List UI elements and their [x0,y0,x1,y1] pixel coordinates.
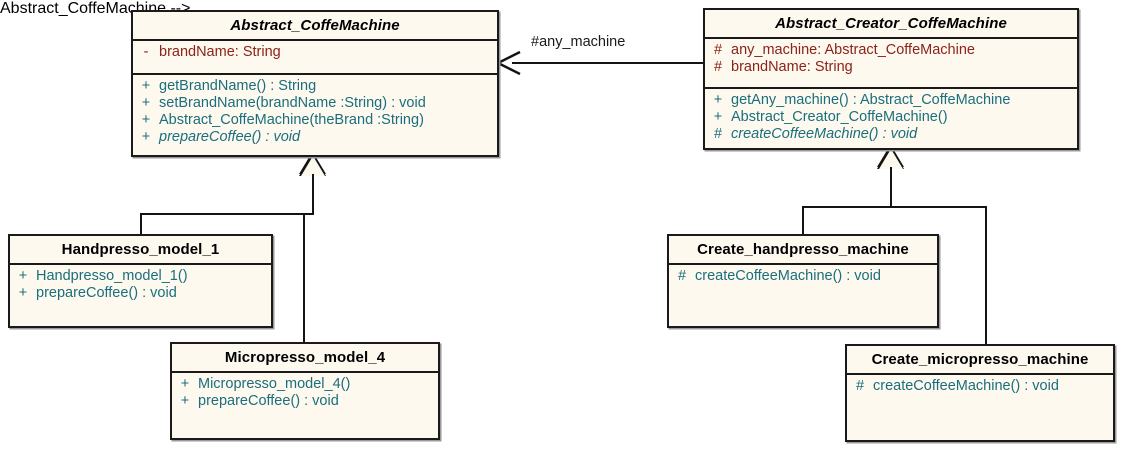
class-abstract-creator-coffe-machine[interactable]: Abstract_Creator_CoffeMachine # any_mach… [703,8,1079,150]
visibility-marker: + [18,285,28,301]
class-create-handpresso-machine[interactable]: Create_handpresso_machine # createCoffee… [667,234,939,328]
generalization-stem-right [890,167,892,208]
method-row: + Abstract_CoffeMachine(theBrand :String… [133,112,497,129]
method-text: Abstract_Creator_CoffeMachine() [731,109,948,125]
visibility-marker: + [141,95,151,111]
method-row: + prepareCoffee() : void [10,285,271,302]
method-text: prepareCoffee() : void [198,393,339,409]
visibility-marker: + [180,376,190,392]
methods-compartment: + Micropresso_model_4() + prepareCoffee(… [172,373,438,414]
method-row: # createCoffeeMachine() : void [847,378,1113,395]
generalization-crossbar-left [140,213,314,215]
method-text: getAny_machine() : Abstract_CoffeMachine [731,92,1011,108]
visibility-marker: + [141,112,151,128]
class-name-abstract-coffe-machine: Abstract_CoffeMachine [133,12,497,41]
attributes-compartment: - brandName: String [133,41,497,75]
attribute-row: - brandName: String [133,44,497,61]
method-text: Abstract_CoffeMachine(theBrand :String) [159,112,424,128]
visibility-marker: - [143,44,149,60]
methods-compartment: # createCoffeeMachine() : void [847,375,1113,399]
class-name-create-handpresso-machine: Create_handpresso_machine [669,236,937,265]
class-name-handpresso-model-1: Handpresso_model_1 [10,236,271,265]
method-text: Micropresso_model_4() [198,376,351,392]
association-line-any-machine [512,62,704,64]
visibility-marker: # [855,378,865,394]
methods-compartment: + getBrandName() : String + setBrandName… [133,75,497,150]
method-text: getBrandName() : String [159,78,317,94]
class-create-micropresso-machine[interactable]: Create_micropresso_machine # createCoffe… [845,344,1115,442]
class-name-abstract-creator-coffe-machine: Abstract_Creator_CoffeMachine [705,10,1077,39]
visibility-marker: + [18,268,28,284]
method-row-abstract: + prepareCoffee() : void [133,129,497,146]
method-row: + Micropresso_model_4() [172,376,438,393]
generalization-branch-micropresso [303,213,305,342]
generalization-triangle-left [301,156,325,176]
visibility-marker: # [677,268,687,284]
visibility-marker: + [141,78,151,94]
method-text: createCoffeeMachine() : void [695,268,881,284]
method-row: + getBrandName() : String [133,78,497,95]
generalization-stem-left [312,174,314,215]
method-row: + Handpresso_model_1() [10,268,271,285]
methods-compartment: + Handpresso_model_1() + prepareCoffee()… [10,265,271,306]
methods-compartment: # createCoffeeMachine() : void [669,265,937,289]
visibility-marker: # [713,59,723,75]
class-name-micropresso-model-4: Micropresso_model_4 [172,344,438,373]
class-micropresso-model-4[interactable]: Micropresso_model_4 + Micropresso_model_… [170,342,440,440]
method-row: + setBrandName(brandName :String) : void [133,95,497,112]
method-row: + getAny_machine() : Abstract_CoffeMachi… [705,92,1077,109]
attribute-text: brandName: String [159,44,281,60]
association-arrowhead-icon [496,50,521,76]
generalization-triangle-right [879,149,903,169]
generalization-branch-handpresso [140,213,142,236]
method-text: prepareCoffee() : void [36,285,177,301]
visibility-marker: # [713,42,723,58]
generalization-branch-create-micropresso [985,206,987,344]
method-text: setBrandName(brandName :String) : void [159,95,426,111]
class-name-create-micropresso-machine: Create_micropresso_machine [847,346,1113,375]
class-handpresso-model-1[interactable]: Handpresso_model_1 + Handpresso_model_1(… [8,234,273,328]
visibility-marker: + [713,109,723,125]
attribute-row: # any_machine: Abstract_CoffeMachine [705,42,1077,59]
method-row: + prepareCoffee() : void [172,393,438,410]
method-text: createCoffeeMachine() : void [731,126,918,142]
class-abstract-coffe-machine[interactable]: Abstract_CoffeMachine - brandName: Strin… [131,10,499,157]
attribute-text: any_machine: Abstract_CoffeMachine [731,42,975,58]
method-row: + Abstract_Creator_CoffeMachine() [705,109,1077,126]
method-row: # createCoffeeMachine() : void [669,268,937,285]
generalization-crossbar-right [802,206,987,208]
generalization-branch-create-handpresso [802,206,804,236]
method-text: prepareCoffee() : void [159,129,301,145]
association-label: #any_machine [531,34,626,50]
method-text: createCoffeeMachine() : void [873,378,1059,394]
attribute-text: brandName: String [731,59,853,75]
visibility-marker: # [713,126,723,142]
visibility-marker: + [180,393,190,409]
visibility-marker: + [713,92,723,108]
attributes-compartment: # any_machine: Abstract_CoffeMachine # b… [705,39,1077,89]
attribute-row: # brandName: String [705,59,1077,76]
method-row-abstract: # createCoffeeMachine() : void [705,126,1077,143]
visibility-marker: + [141,129,151,145]
methods-compartment: + getAny_machine() : Abstract_CoffeMachi… [705,89,1077,147]
method-text: Handpresso_model_1() [36,268,188,284]
